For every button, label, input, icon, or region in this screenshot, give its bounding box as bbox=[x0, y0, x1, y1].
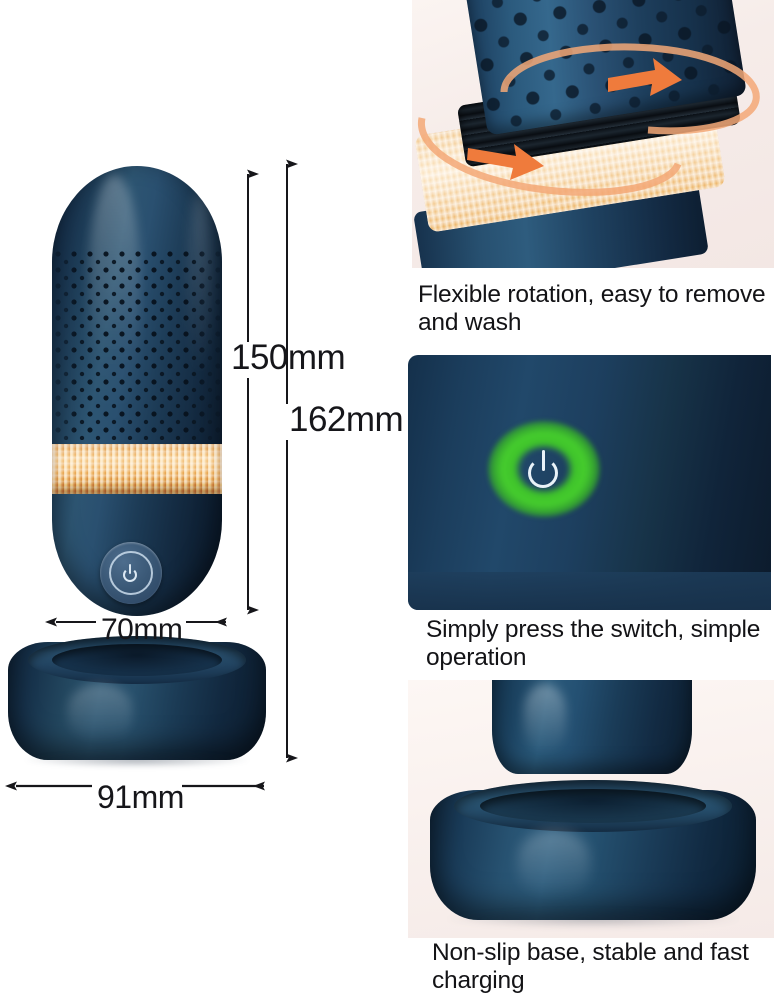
power-icon bbox=[526, 449, 560, 489]
power-button-ring bbox=[109, 551, 153, 595]
capsule-vacuum-unit bbox=[52, 166, 222, 616]
dimension-label-width-base: 91mm bbox=[97, 779, 184, 815]
green-power-led-photo bbox=[408, 355, 771, 610]
device-bottom-gloss-highlight bbox=[524, 684, 566, 754]
feature-panel-switch: Simply press the switch, simple operatio… bbox=[400, 345, 774, 680]
dimension-label-height-total: 162mm bbox=[289, 400, 404, 439]
charging-base-closeup bbox=[430, 780, 756, 928]
feature-caption-base: Non-slip base, stable and fast charging bbox=[432, 939, 749, 994]
charging-base-drop-shadow bbox=[446, 910, 740, 928]
feature-panel-base: Non-slip base, stable and fast charging bbox=[400, 680, 774, 1001]
power-icon bbox=[122, 564, 140, 582]
dimension-label-width-body: 70mm bbox=[101, 613, 183, 646]
device-body-closeup bbox=[408, 355, 771, 610]
non-slip-charging-base-photo bbox=[408, 680, 774, 938]
dimension-label-height-body: 150mm bbox=[231, 338, 346, 377]
feature-caption-rotation: Flexible rotation, easy to remove and wa… bbox=[418, 281, 766, 336]
device-bottom-closeup bbox=[492, 680, 692, 774]
charging-base-gloss-highlight bbox=[68, 684, 132, 742]
feature-panel-rotation: Flexible rotation, easy to remove and wa… bbox=[400, 0, 774, 345]
feature-caption-switch: Simply press the switch, simple operatio… bbox=[426, 616, 761, 671]
charging-base-gloss-highlight bbox=[518, 830, 590, 898]
rotation-arrow-icon-group bbox=[417, 43, 760, 196]
feature-panels-column: Flexible rotation, easy to remove and wa… bbox=[400, 0, 774, 1001]
dimension-diagram-panel: 150mm 162mm 70mm 91mm bbox=[5, 159, 404, 815]
rotation-swirl-upper bbox=[500, 43, 760, 135]
charging-base-cavity bbox=[52, 644, 222, 676]
rotation-swirl-lower bbox=[417, 117, 682, 196]
charging-base-drop-shadow bbox=[24, 752, 250, 768]
rotation-arrow-icon-lower bbox=[467, 144, 544, 180]
perforated-mesh-filter bbox=[54, 250, 220, 440]
threaded-filter-rotation-photo bbox=[412, 0, 774, 268]
device-body-lower-edge bbox=[408, 572, 771, 610]
rotation-arrow-icon-upper bbox=[608, 58, 682, 96]
knurled-rose-gold-ring bbox=[52, 444, 222, 494]
charging-base-unit bbox=[8, 636, 266, 768]
charging-base-cavity bbox=[480, 789, 706, 823]
power-button[interactable] bbox=[100, 542, 162, 604]
